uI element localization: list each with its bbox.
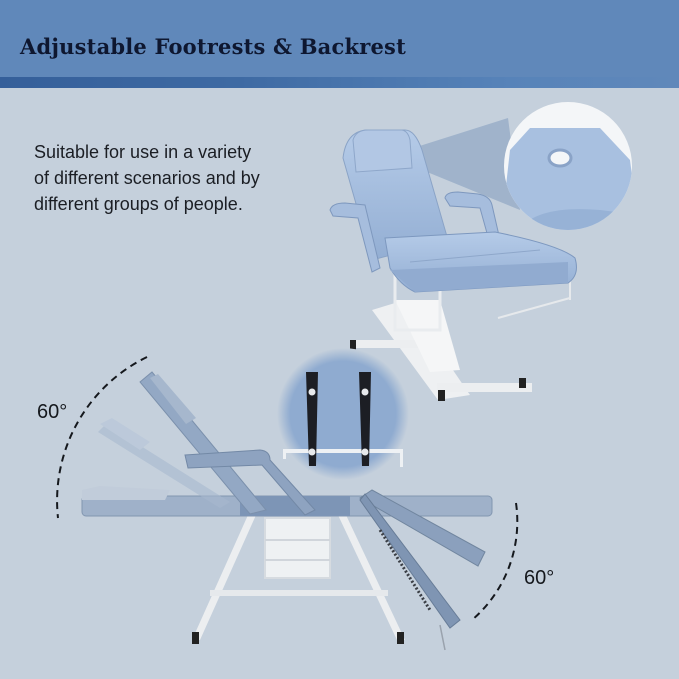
feature-description: Suitable for use in a variety of differe… — [34, 139, 314, 217]
backrest-angle-label: 60° — [37, 401, 68, 423]
description-line: of different scenarios and by — [34, 168, 260, 188]
description-line: Suitable for use in a variety — [34, 142, 252, 162]
footrest-angle-label: 60° — [524, 567, 555, 589]
footrest-angle-arc — [471, 502, 519, 621]
header-banner: Adjustable Footrests & Backrest — [0, 0, 679, 88]
description-line: different groups of people. — [34, 194, 243, 214]
ratchet-detail-callout — [277, 348, 409, 480]
flat-table — [81, 371, 493, 651]
page-title: Adjustable Footrests & Backrest — [20, 34, 406, 59]
upright-chair — [329, 118, 577, 401]
backrest-angle-arc — [56, 356, 148, 519]
header-accent-stripe — [0, 77, 679, 88]
headrest-detail-callout — [504, 102, 632, 230]
